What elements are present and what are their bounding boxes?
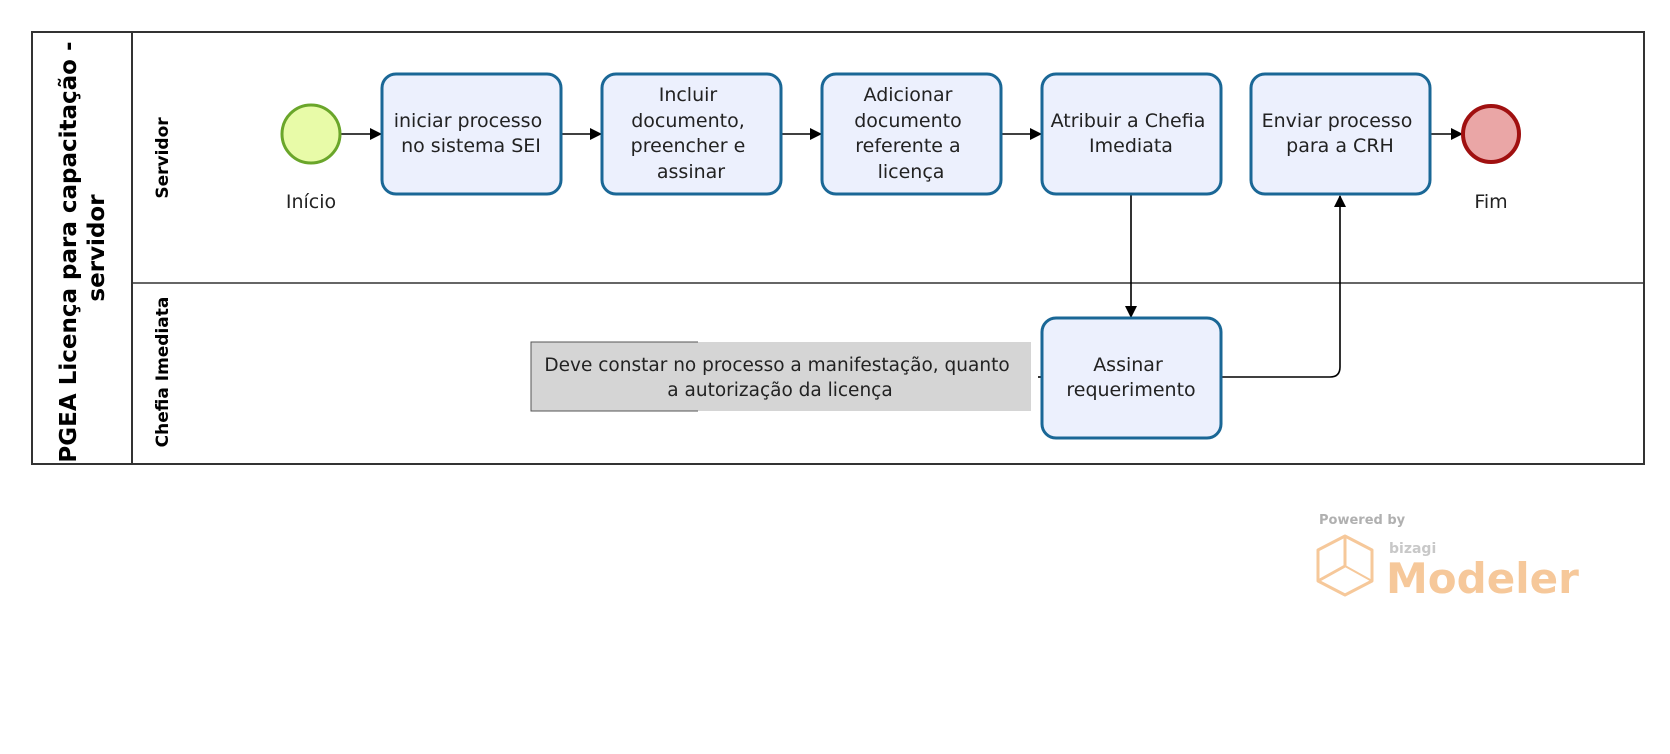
task-incluir-documento[interactable]: Incluir documento, preencher e assinar [600, 72, 783, 196]
end-event-label: Fim [1474, 191, 1507, 213]
task-atribuir-chefia[interactable]: Atribuir a Chefia Imediata [1040, 72, 1223, 196]
lane-label-servidor: Servidor [153, 117, 173, 199]
task-enviar-processo[interactable]: Enviar processo para a CRH [1249, 72, 1432, 196]
lane-label-chefia-imediata: Chefia Imediata [153, 297, 173, 448]
task-adicionar-documento[interactable]: Adicionar documento referente a licença [820, 72, 1003, 196]
sequence-flows [341, 128, 1463, 378]
watermark-brand: bizagi [1389, 541, 1436, 557]
bizagi-watermark: Powered by bizagi Modeler [1316, 513, 1579, 603]
svg-text:Atribuir a Chefia Imedia: Atribuir a Chefia Imediata [1051, 110, 1212, 157]
watermark-powered-by: Powered by [1319, 513, 1406, 528]
text-annotation: Deve constar no processo a manifestação,… [530, 341, 1031, 412]
pool-title: PGEA Licença para capacitação - servidor [56, 33, 110, 462]
svg-text:Enviar processo para a C: Enviar processo para a CRH [1262, 110, 1419, 157]
start-event[interactable] [280, 103, 342, 165]
annotation-box [531, 342, 1031, 411]
task-iniciar-processo[interactable]: iniciar processo no sistema SEI [380, 72, 563, 196]
annotation-bracket [530, 341, 698, 412]
svg-text:Deve constar no processo a man: Deve constar no processo a manifestação,… [544, 355, 1015, 401]
start-event-label: Início [286, 191, 336, 213]
annotation-line-1: Deve constar no processo a manifestação,… [544, 355, 1009, 376]
svg-text:iniciar processo no sist: iniciar processo no sistema SEI [394, 110, 549, 157]
task-assinar-requerimento[interactable]: Assinar requerimento [1040, 316, 1223, 440]
svg-text:Incluir documento,: Incluir documento, preencher e assinar [631, 84, 752, 183]
svg-text:Adicionar documento: Adicionar documento referente a licença [854, 84, 968, 183]
flow-t6-t5 [1221, 195, 1346, 378]
bizagi-logo-icon [1316, 534, 1374, 597]
end-event[interactable] [1461, 104, 1521, 164]
annotation-line-2: a autorização da licença [667, 380, 892, 401]
svg-text:Assinar requerimento: Assinar requerimento [1066, 354, 1195, 401]
watermark-product: Modeler [1386, 554, 1579, 603]
